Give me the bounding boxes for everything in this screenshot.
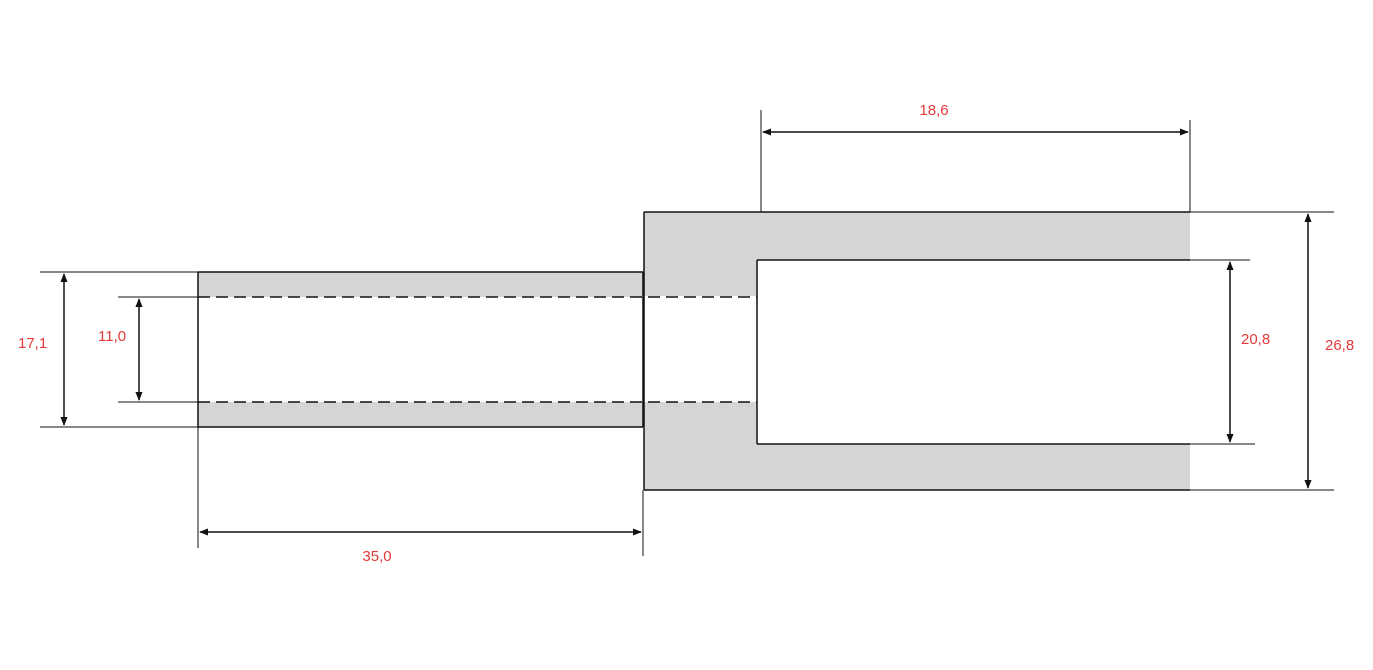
large-socket-body — [644, 212, 1190, 490]
small-tube-bottom-wall — [198, 402, 643, 427]
dimension-labels: 17,1 11,0 35,0 18,6 20,8 26,8 — [18, 102, 1354, 565]
part-outlines — [197, 211, 1190, 491]
label-small-bore-diameter: 11,0 — [98, 328, 126, 345]
label-socket-diameter: 20,8 — [1241, 331, 1270, 348]
hidden-bore-lines — [198, 296, 757, 403]
part-body — [198, 212, 1190, 490]
small-tube-top-wall — [198, 272, 643, 297]
dimension-lines — [60, 128, 1312, 536]
extension-lines — [40, 110, 1334, 556]
label-small-outer-diameter: 17,1 — [18, 335, 47, 352]
label-socket-depth: 18,6 — [919, 102, 948, 119]
label-large-outer-diameter: 26,8 — [1325, 337, 1354, 354]
label-small-length: 35,0 — [362, 548, 391, 565]
